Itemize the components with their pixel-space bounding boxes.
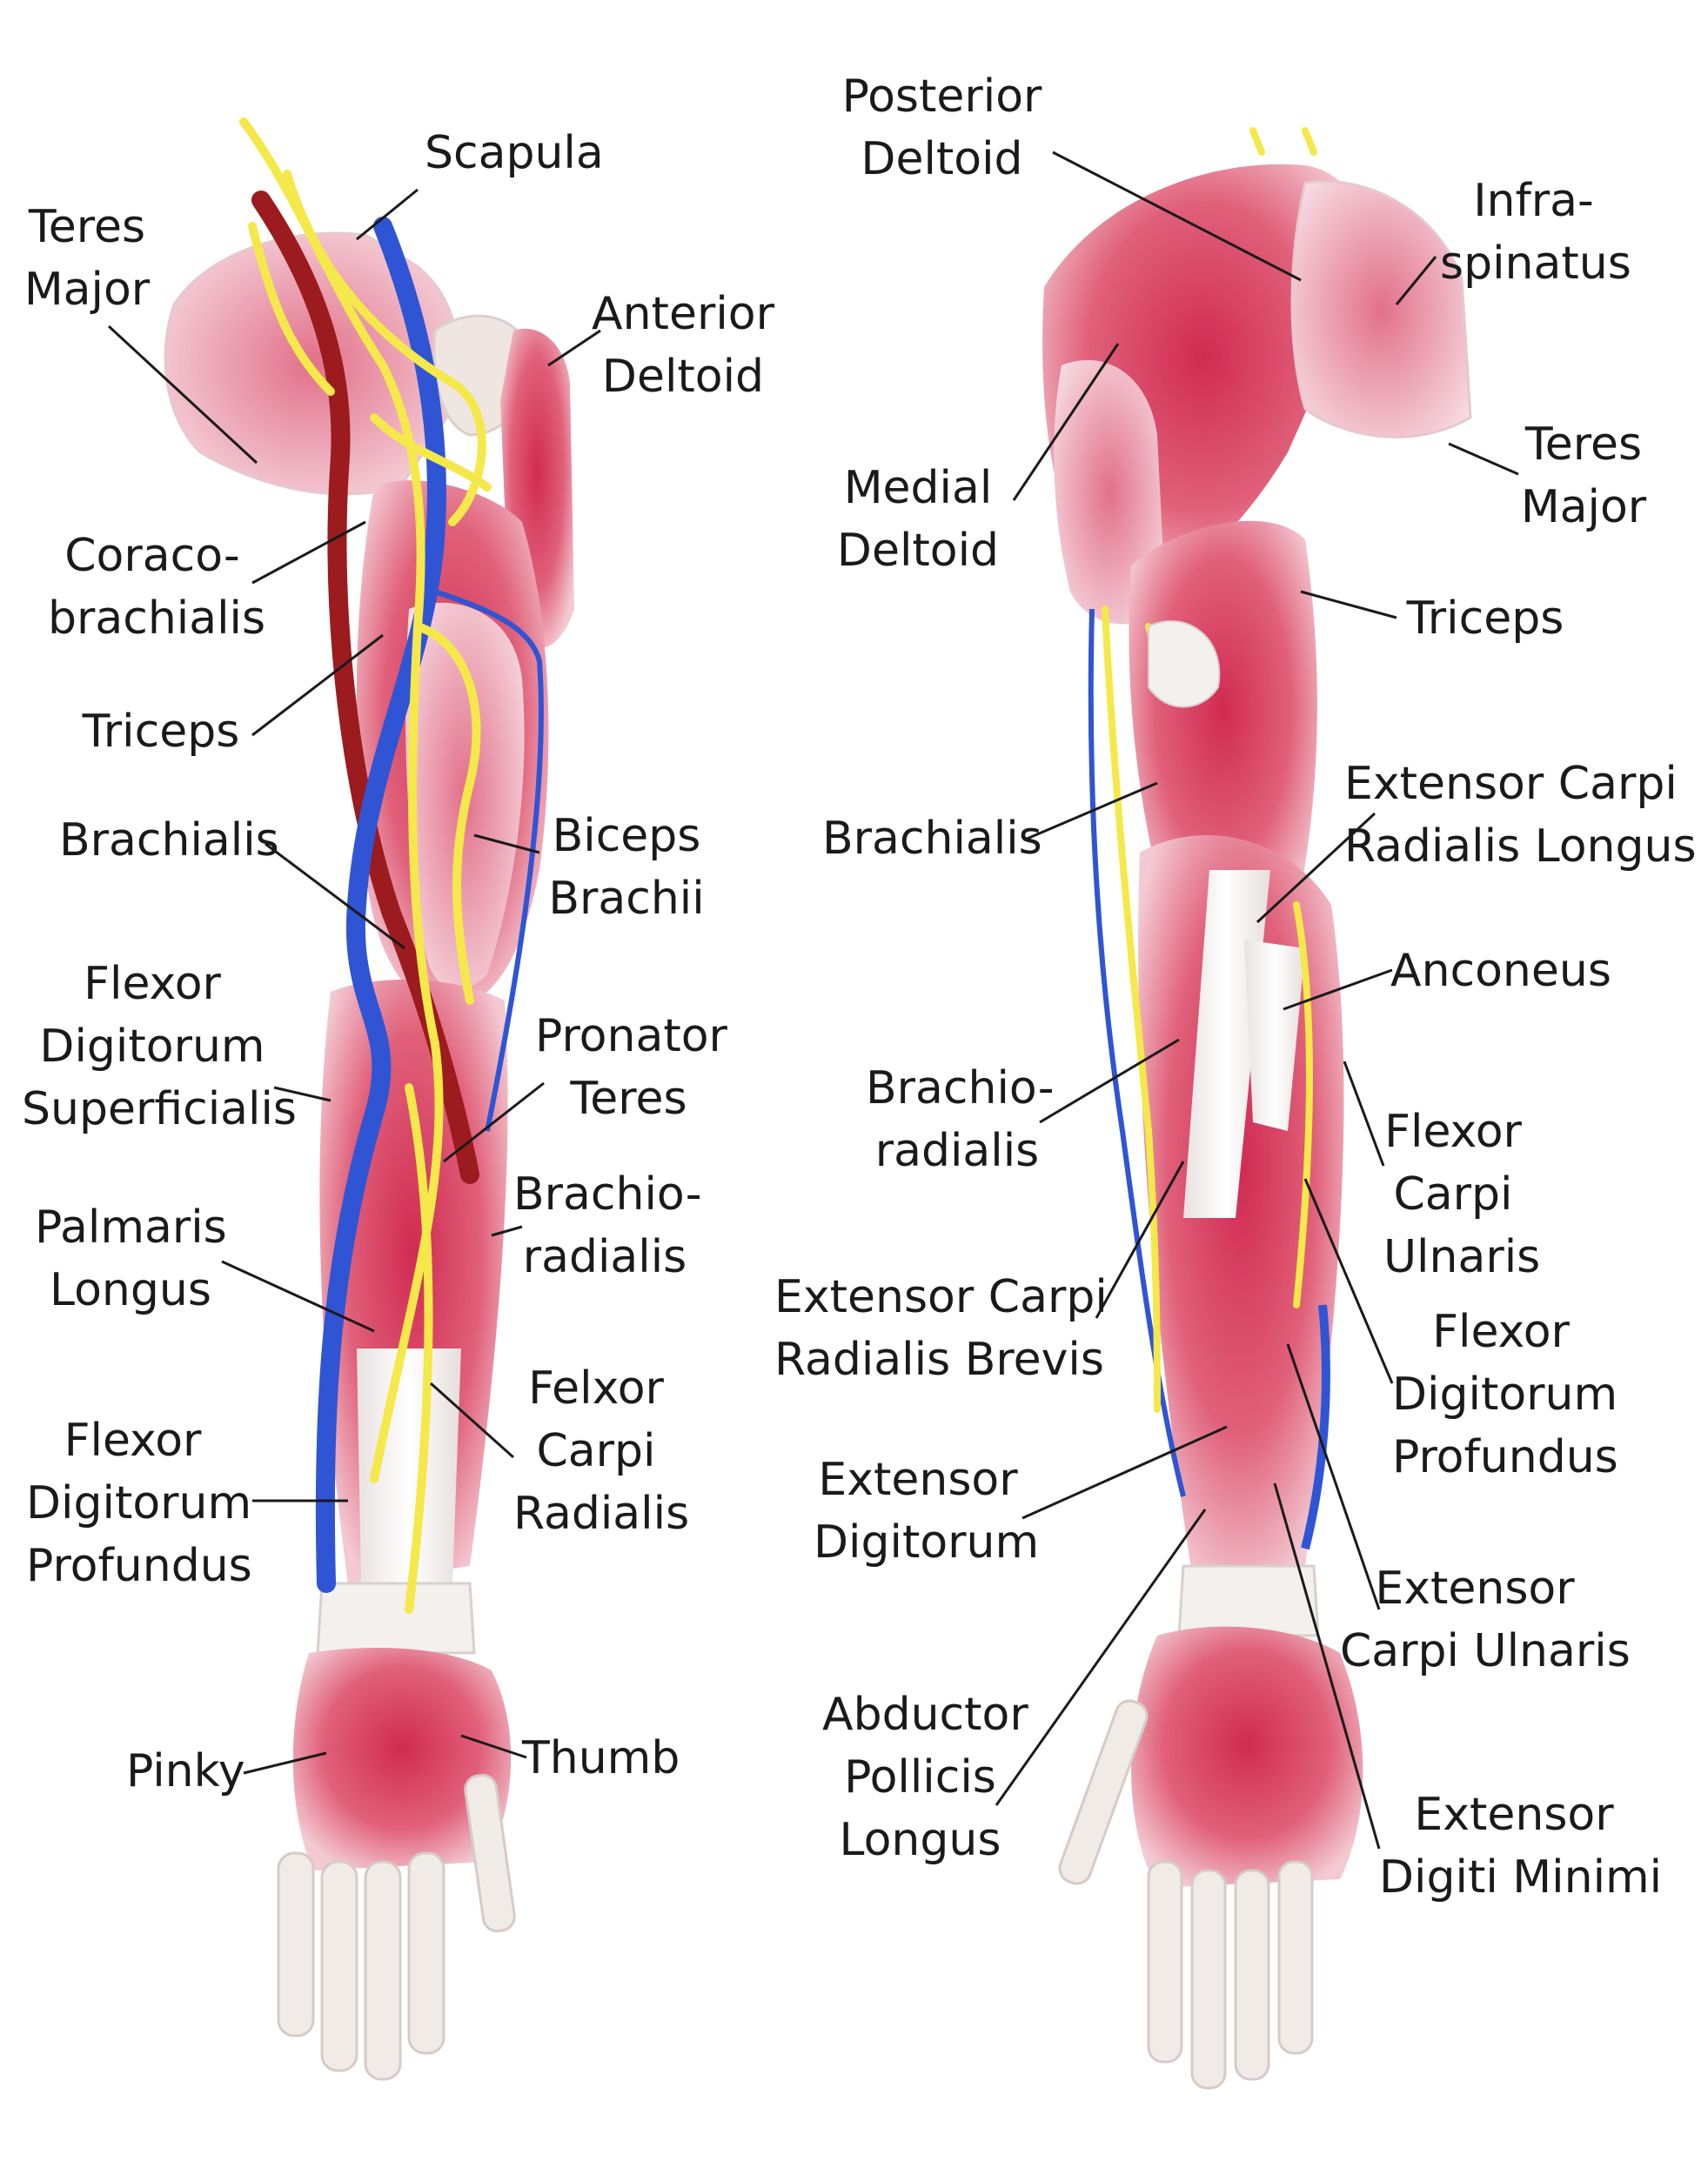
label-teres-major-posterior: Teres Major: [1520, 418, 1647, 533]
label-brachioradialis-anterior: Brachio- radialis: [513, 1168, 702, 1283]
label-biceps-brachii: Biceps Brachii: [548, 810, 705, 925]
hand-shape-posterior: [1131, 1626, 1363, 1888]
palm-shape: [292, 1648, 512, 1870]
label-coracobrachialis: Coraco- brachialis: [48, 530, 266, 645]
posterior-tendon-bundle: [1148, 619, 1221, 708]
forearm-tendons: [357, 1348, 461, 1583]
anterior-arm-model: [164, 117, 574, 2081]
label-abductor-pollicis-longus: Abductor Pollicis Longus: [822, 1689, 1028, 1866]
label-extensor-carpi-radialis-longus: Extensor Carpi Radialis Longus: [1344, 758, 1697, 873]
olecranon-tendon: [1244, 940, 1305, 1131]
leader-lines: [107, 151, 1519, 1850]
fingers-posterior: [1058, 1699, 1314, 2090]
label-extensor-carpi-ulnaris: Extensor Carpi Ulnaris: [1340, 1563, 1631, 1677]
label-anconeus: Anconeus: [1390, 945, 1611, 997]
label-posterior-deltoid: Posterior Deltoid: [841, 70, 1042, 185]
label-medial-deltoid: Medial Deltoid: [836, 462, 1000, 577]
label-brachioradialis-posterior: Brachio- radialis: [866, 1062, 1055, 1177]
label-flexor-carpi-radialis: Felxor Carpi Radialis: [513, 1362, 690, 1540]
label-thumb: Thumb: [522, 1732, 680, 1784]
label-extensor-carpi-radialis-brevis: Extensor Carpi Radialis Brevis: [774, 1271, 1108, 1386]
wrist-band-posterior: [1177, 1564, 1320, 1637]
label-extensor-digitorum: Extensor Digitorum: [814, 1454, 1040, 1569]
wrist-band: [316, 1582, 476, 1655]
label-teres-major-anterior: Teres Major: [23, 201, 151, 316]
label-flexor-carpi-ulnaris: Flexor Carpi Ulnaris: [1383, 1106, 1541, 1283]
label-flexor-digitorum-profundus-posterior: Flexor Digitorum Profundus: [1392, 1306, 1618, 1483]
vein-branch: [434, 589, 544, 1132]
label-triceps-posterior: Triceps: [1406, 592, 1564, 645]
label-brachialis-posterior: Brachialis: [822, 813, 1042, 865]
label-pronator-teres: Pronator Teres: [535, 1010, 727, 1125]
label-triceps-anterior: Triceps: [82, 706, 240, 758]
label-pinky: Pinky: [126, 1745, 245, 1797]
label-anterior-deltoid: Anterior Deltoid: [592, 288, 774, 403]
label-flexor-digitorum-profundus-anterior: Flexor Digitorum Profundus: [26, 1415, 252, 1592]
medial-deltoid-shape: [1054, 359, 1166, 625]
nerves: [239, 117, 492, 1614]
label-scapula: Scapula: [425, 127, 604, 179]
label-infraspinatus: Infra- spinatus: [1440, 175, 1631, 290]
label-palmaris-longus: Palmaris Longus: [35, 1201, 227, 1316]
label-flexor-digitorum-superficialis: Flexor Digitorum Superficialis: [22, 958, 297, 1135]
fingers: [277, 1773, 516, 2081]
posterior-vein-2: [1301, 1304, 1330, 1550]
infraspinatus-shape: [1290, 180, 1472, 438]
label-extensor-digiti-minimi: Extensor Digiti Minimi: [1379, 1789, 1663, 1904]
label-brachialis-anterior: Brachialis: [59, 814, 279, 867]
vein: [315, 217, 446, 1593]
